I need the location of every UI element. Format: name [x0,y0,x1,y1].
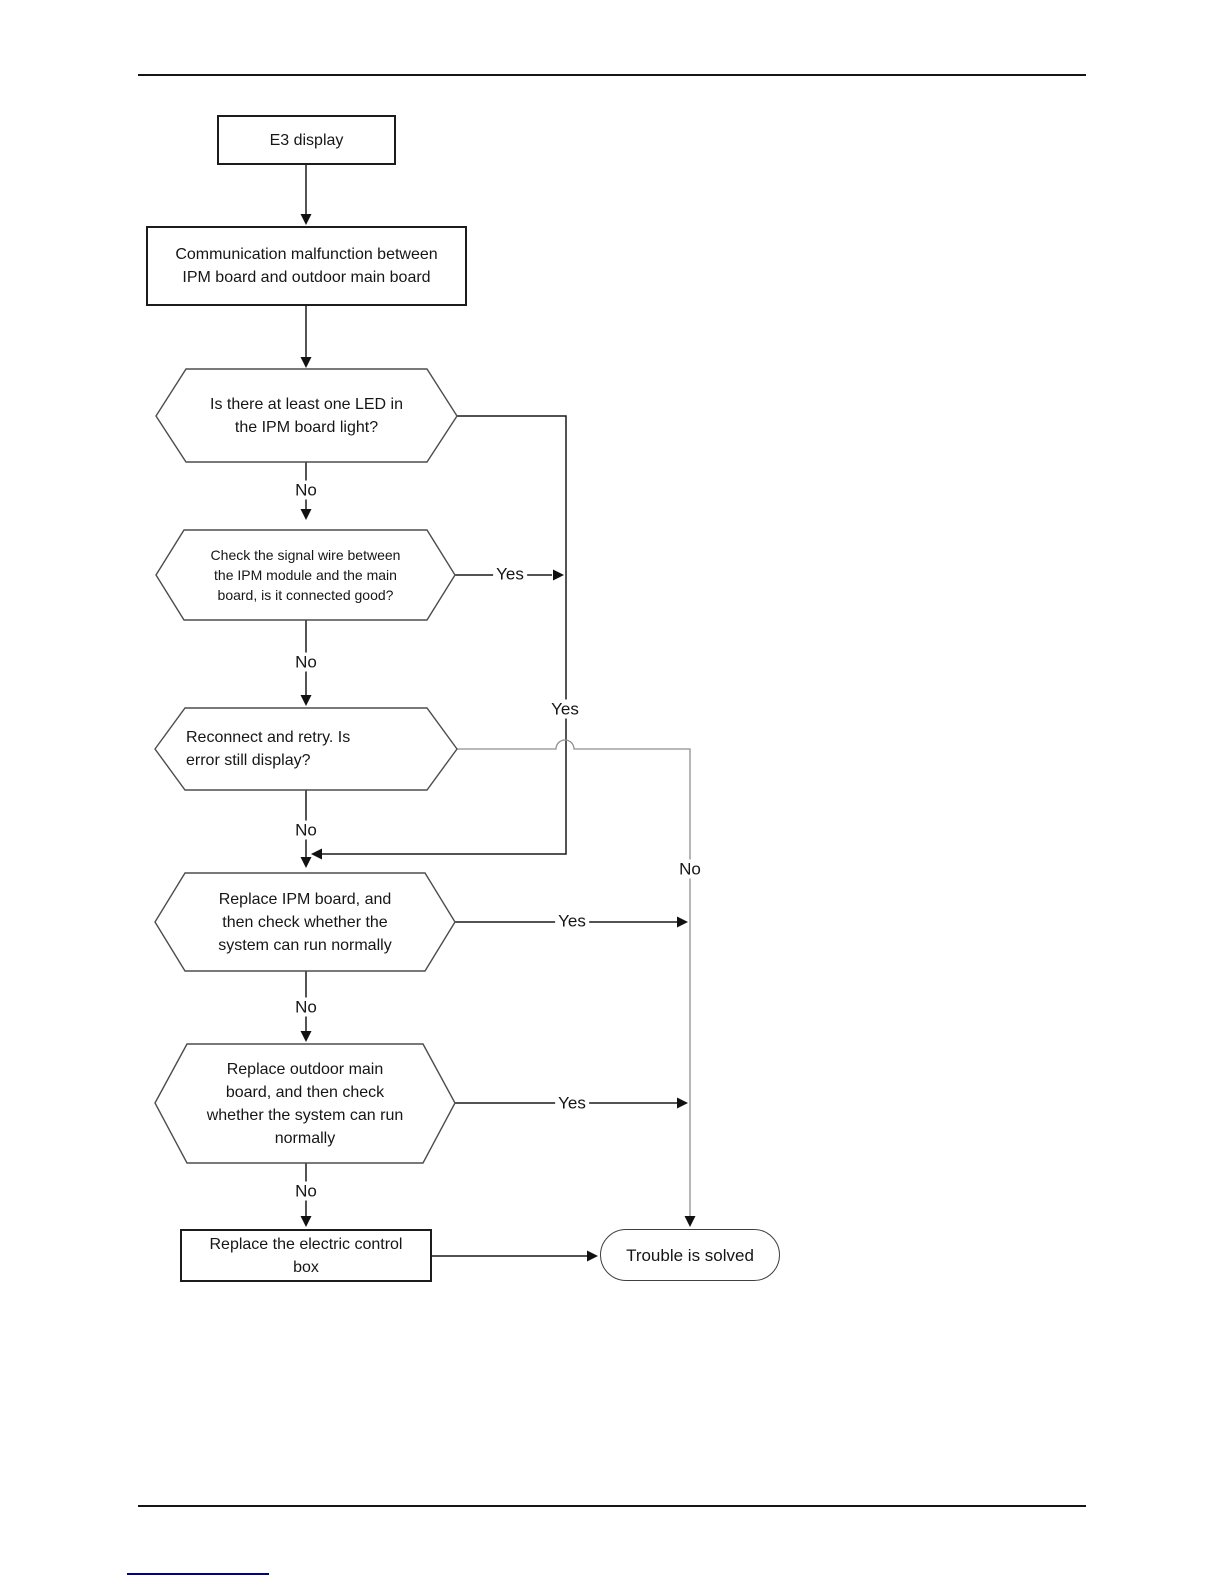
arrowhead [300,509,312,520]
edge-label-yes-ipm: Yes [555,911,589,931]
arrowhead [300,357,312,368]
edge-label-yes-rail: Yes [548,699,582,719]
edge-label-no-led: No [292,480,320,500]
edge-label-no-ipm: No [292,997,320,1017]
decision-shape-reconnect [154,707,458,791]
decision-shape-replace-ipm [154,872,456,972]
header-rule [138,74,1086,76]
arrowhead [300,1216,312,1227]
edge-retry-yes-rail [457,739,691,1216]
footer-link-underline [127,1573,269,1575]
arrowhead [300,695,312,706]
decision-shape-led [155,368,458,463]
edge-label-no-mainboard: No [292,1181,320,1201]
arrowhead [311,848,322,860]
arrowhead [677,916,688,928]
decision-signal-wire: Check the signal wire between the IPM mo… [210,547,401,603]
decision-shape-replace-mainboard [154,1043,456,1164]
edge-led-yes-rail [316,415,567,855]
action-replace-ipm-board: Replace IPM board, and then check whethe… [218,890,392,954]
footer-rule [138,1505,1086,1507]
edge-label-yes-wire: Yes [493,564,527,584]
arrowhead [684,1216,696,1227]
edge-label-yes-mainboard: Yes [555,1093,589,1113]
decision-led-light: Is there at least one LED in the IPM boa… [210,396,403,436]
decision-shape-signal-wire [155,529,456,621]
arrowhead [300,1031,312,1042]
trouble-solved-terminal: Trouble is solved [600,1229,780,1281]
arrowhead [553,569,564,581]
arrowhead [300,857,312,868]
action-replace-outdoor-main-board: Replace outdoor main board, and then che… [206,1060,404,1147]
edge-label-no-wire: No [292,652,320,672]
arrowhead [300,214,312,225]
edge-label-no-retry: No [292,820,320,840]
edge-label-no-rail: No [676,859,704,879]
replace-electric-control-box-node: Replace the electric control box [180,1229,432,1282]
fault-description-node: Communication malfunction between IPM bo… [146,226,467,306]
start-node: E3 display [217,115,396,165]
arrowhead [587,1250,598,1262]
arrowhead [677,1097,688,1109]
decision-reconnect-retry: Reconnect and retry. Is error still disp… [186,729,351,769]
